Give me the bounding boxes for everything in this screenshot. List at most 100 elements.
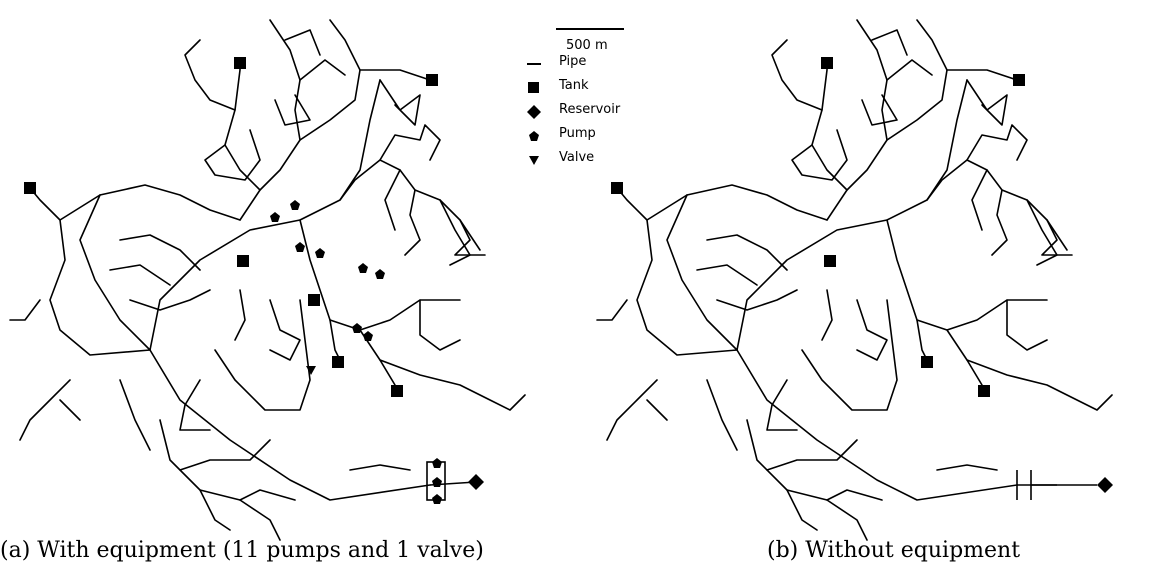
pipe-segment xyxy=(666,194,738,351)
pipe-segment xyxy=(646,184,828,221)
tank-marker xyxy=(821,57,833,69)
pump-marker xyxy=(290,200,300,210)
scale-bar-label: 500 m xyxy=(566,38,608,53)
pipe-segment xyxy=(149,79,381,351)
pipe-segment xyxy=(1006,299,1048,351)
pipe-segment xyxy=(419,299,461,351)
pipe-segment xyxy=(179,379,211,431)
pipe-segment xyxy=(596,299,628,321)
reservoir-marker xyxy=(1097,477,1113,493)
pipe-segment xyxy=(886,59,933,81)
scale-bar xyxy=(556,28,624,30)
tank-marker xyxy=(978,385,990,397)
pipe-segment xyxy=(129,289,211,311)
pump-marker xyxy=(315,248,325,258)
pipe-segment xyxy=(149,349,431,501)
pipe-segment xyxy=(224,59,261,191)
pipe-segment xyxy=(871,29,908,56)
pipe-segment xyxy=(159,419,281,541)
pipe-segment xyxy=(646,399,668,421)
pipe-segment xyxy=(109,264,171,286)
pipe-segment xyxy=(971,169,988,231)
pump-marker xyxy=(352,323,362,333)
pump-marker xyxy=(432,477,442,487)
pipe-segment xyxy=(404,189,421,256)
tank-marker xyxy=(237,255,249,267)
pump-marker xyxy=(432,494,442,504)
pipe-segment xyxy=(379,79,421,126)
tank-marker xyxy=(308,294,320,306)
pipe-segment xyxy=(379,124,441,161)
pipe-segment xyxy=(696,264,758,286)
pipe-segment xyxy=(239,19,301,221)
pipe-segment xyxy=(59,399,81,421)
caption-a: (a) With equipment (11 pumps and 1 valve… xyxy=(0,538,484,563)
tank-square-icon xyxy=(528,82,539,93)
pipe-segment xyxy=(716,289,798,311)
pipe-segment xyxy=(946,299,1048,331)
pipe-segment xyxy=(746,419,868,541)
pipe-segment xyxy=(79,194,151,351)
pipe-segment xyxy=(214,299,311,411)
pipe-segment xyxy=(771,39,823,111)
pipe-segment xyxy=(791,129,848,181)
reservoir-marker xyxy=(468,474,484,490)
pipe-segment xyxy=(269,299,301,361)
pipe-segment xyxy=(826,489,883,501)
network-diagram-a xyxy=(9,19,526,541)
network-diagram-b xyxy=(596,19,1113,541)
pipe-segment xyxy=(19,379,71,441)
legend-label-pump: Pump xyxy=(559,126,596,141)
legend-label-reservoir: Reservoir xyxy=(559,102,621,117)
pipe-segment xyxy=(179,439,271,471)
tank-marker xyxy=(24,182,36,194)
tank-marker xyxy=(391,385,403,397)
pipe-segment xyxy=(966,359,1113,411)
pipe-segment xyxy=(299,219,341,361)
pipe-segment xyxy=(826,19,888,221)
pipe-segment xyxy=(706,379,738,451)
pipe-line-icon xyxy=(527,63,541,65)
tank-marker xyxy=(234,57,246,69)
pipe-segment xyxy=(204,129,261,181)
pipe-segment xyxy=(886,19,948,141)
caption-b: (b) Without equipment xyxy=(767,538,1021,563)
tank-marker xyxy=(1013,74,1025,86)
pump-marker xyxy=(358,263,368,273)
legend-label-valve: Valve xyxy=(559,150,595,165)
pipe-segment xyxy=(359,69,431,81)
pipe-segment xyxy=(936,464,998,471)
tank-marker xyxy=(921,356,933,368)
pipe-segment xyxy=(119,234,201,271)
pump-marker xyxy=(432,458,442,468)
pipe-segment xyxy=(966,79,1008,126)
panel-without-equipment: (b) Without equipment xyxy=(587,0,1174,581)
pipe-segment xyxy=(9,299,41,321)
pipe-segment xyxy=(811,59,848,191)
tank-marker xyxy=(426,74,438,86)
pipe-segment xyxy=(1026,199,1058,266)
valve-marker xyxy=(306,366,316,375)
pump-marker xyxy=(295,242,305,252)
tank-marker xyxy=(611,182,623,194)
tank-marker xyxy=(332,356,344,368)
pipe-segment xyxy=(966,124,1028,161)
pipe-segment xyxy=(766,439,858,471)
pipe-segment xyxy=(606,379,658,441)
pipe-segment xyxy=(926,159,1068,251)
pipe-segment xyxy=(119,379,151,451)
pipe-segment xyxy=(1041,219,1073,256)
pipe-segment xyxy=(234,289,246,341)
pipe-segment xyxy=(299,19,361,141)
pump-pentagon-icon xyxy=(529,131,539,141)
pipe-segment xyxy=(284,29,321,56)
valve-triangle-icon xyxy=(529,156,539,165)
pipe-segment xyxy=(379,359,526,411)
pump-marker xyxy=(375,269,385,279)
pipe-segment xyxy=(184,39,236,111)
pipe-segment xyxy=(384,169,401,231)
pipe-segment xyxy=(329,319,396,386)
reservoir-diamond-icon xyxy=(527,105,541,119)
pipe-segment xyxy=(946,69,1018,81)
pipe-segment xyxy=(861,94,898,126)
